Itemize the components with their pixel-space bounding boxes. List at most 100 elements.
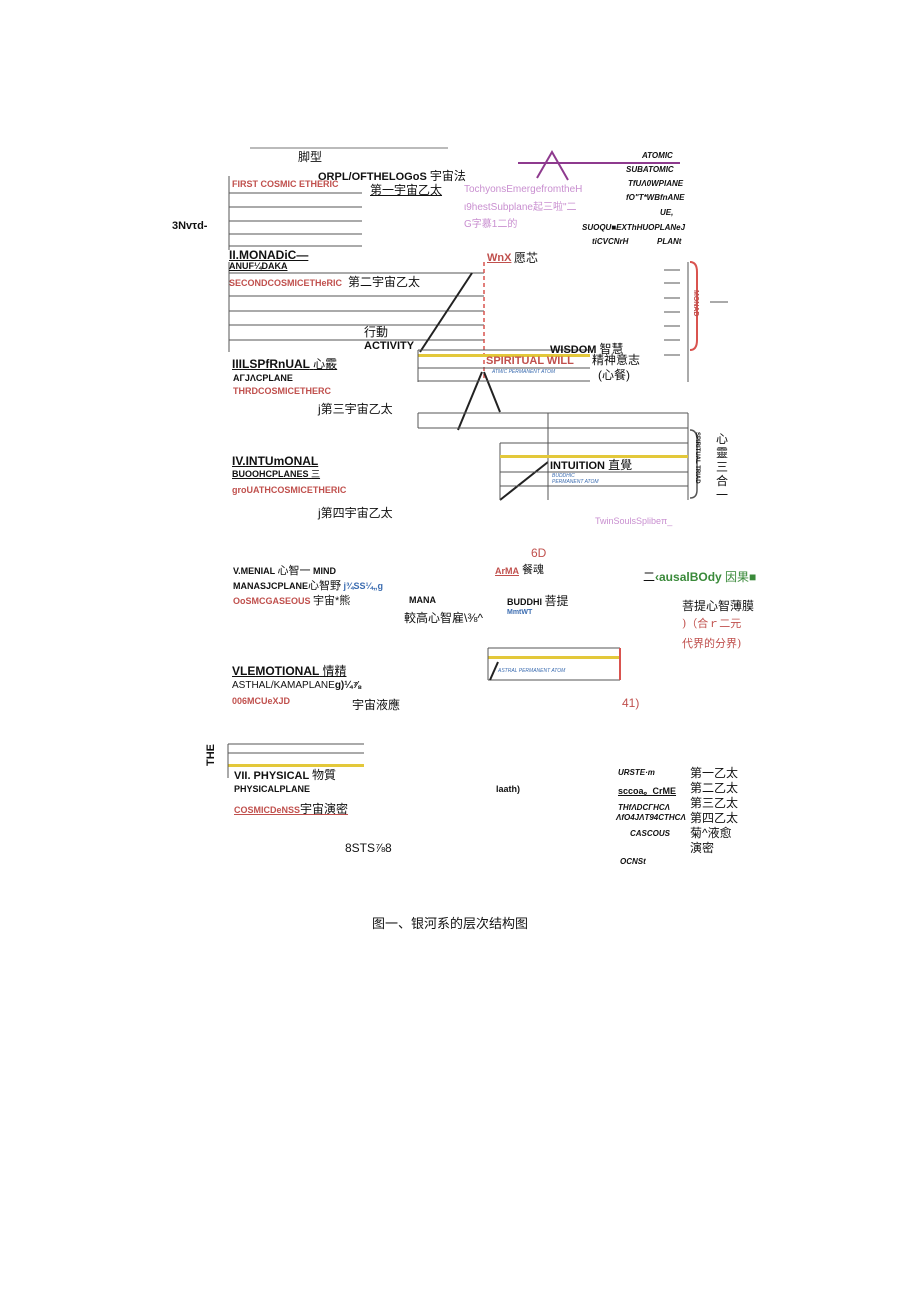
physical-etheric-en: COSMICDeNSS — [234, 805, 301, 815]
spiritual-title-cn: 心霰 — [313, 357, 338, 371]
mental-title: V.MENIAL 心智一 MIND — [233, 566, 336, 577]
monadic-etheric-cn: 第二宇宙乙太 — [348, 275, 421, 289]
legend-en-6: OCNSt — [620, 857, 646, 866]
intuitional-sub-cn: 三 — [311, 469, 321, 479]
emotional-title-cn: 情精 — [322, 664, 347, 678]
emotional-etheric: 006MCUeXJD — [232, 696, 291, 706]
monadic-title: II.MONADiC— — [229, 248, 309, 262]
he-right: )（合ｒ二元 — [682, 617, 742, 630]
xincan-label: (心餐) — [598, 368, 630, 382]
buddhic-atom-1: BUDDHIC — [552, 473, 575, 479]
spiritual-title: IIILSPfRnUAL 心霰 — [232, 358, 337, 370]
right-line-8: PLANt — [657, 237, 682, 246]
right-line-3: TfUΛ0WPIANE — [628, 179, 684, 188]
spiritual-title-en: IIILSPfRnUAL — [232, 357, 310, 371]
tachyons-line-2-en: ι9hestSubplane — [464, 202, 533, 213]
buddhi-label: BUDDHI 菩提 — [507, 595, 569, 607]
causal-cn: 因果■ — [725, 570, 757, 584]
causal-prefix: 二 — [643, 570, 656, 584]
wisdom-label: WISDOM 智慧 — [550, 343, 624, 356]
figure-caption: 图一、银河系的层次结构图 — [372, 917, 529, 932]
emotional-etheric-cn: 宇宙液應 — [352, 698, 401, 712]
legend-cn-4: 第四乙太 — [690, 811, 739, 825]
legend-cn-1: 第一乙太 — [690, 766, 739, 780]
legend-en-4: ΛfO4JΛT94CTHCΛ — [616, 813, 686, 822]
physical-title: VII. PHYSICAL 物質 — [234, 769, 336, 782]
wisdom-cn: 智慧 — [599, 342, 624, 356]
emotional-title: VLEMOTIONAL 情精 — [232, 665, 346, 677]
diagonal-strokes — [419, 272, 549, 501]
intuitional-sub-en: BUOOHCPLANES — [232, 469, 309, 479]
atmic-atom-label: ATMIC PERMANENT ATOM — [492, 369, 556, 375]
spiritual-sub: AΓJΛCPLANE — [233, 373, 293, 383]
intuitional-etheric-cn: j第四宇宙乙太 — [318, 506, 393, 520]
first-cosmic-etheric-label: FIRST COSMIC ETHERIC — [232, 179, 339, 189]
activity-en: ACTIVITY — [364, 340, 415, 352]
spiritual-etheric-cn: j第三宇宙乙太 — [318, 402, 393, 416]
mana-cn: 較高心智雇\⅜^ — [404, 611, 483, 625]
mental-title-cn: 心智一 — [277, 565, 311, 577]
intuition-yellow — [500, 455, 688, 458]
legend-en-2: sccoa。CrME — [618, 786, 677, 796]
tachyons-line-2: ι9hestSubplane起三啦"二 — [464, 203, 577, 213]
spiritual-will-label: SPIRITUAL WILL — [486, 355, 574, 367]
causal-body-label: 二‹ausalBOdy 因果■ — [643, 571, 756, 583]
logos-en: ORPL/OFTHELOGoS — [318, 171, 427, 183]
logos-label: ORPL/OFTHELOGoS 宇宙法 — [318, 170, 466, 183]
astral-atom-label: ASTRAL PERMANENT ATOM — [498, 668, 566, 674]
legend-cn-6: 演密 — [690, 841, 715, 855]
tachyons-line-2-cn: 起三啦"二 — [532, 202, 577, 213]
emotional-title-en: VLEMOTIONAL — [232, 664, 320, 678]
mana-label: MANA — [409, 595, 436, 605]
mental-title-en: V.MENIAL — [233, 566, 276, 576]
mental-sub-blue: j¾SS¼„g — [343, 581, 384, 591]
monad-brace — [689, 261, 698, 351]
arma-cn: 餐魂 — [522, 564, 544, 576]
legend-cn-2: 第二乙太 — [690, 781, 739, 795]
jingshen-label: 精神意志 — [592, 353, 641, 367]
intuition-cn: 直覺 — [608, 458, 633, 472]
triad-vertical-label: SPIRITUAL TRIAD — [694, 432, 700, 484]
mental-etheric-cn: 宇宙*熊 — [313, 595, 351, 607]
emotional-sub-en: ASTHAL/KAMAPLANE — [232, 680, 335, 691]
top-label: 脚型 — [298, 150, 323, 164]
emotional-sub-tail: g)¼⅞ — [334, 680, 361, 691]
plane-2-subplanes — [228, 262, 484, 352]
monadic-etheric: SECONDCOSMICETHeRIC — [229, 278, 343, 288]
legend-cn-3: 第三乙太 — [690, 796, 739, 810]
emotional-num: 41) — [622, 696, 640, 710]
intuition-en: INTUITION — [550, 460, 605, 472]
activity-cn: 行動 — [364, 325, 389, 339]
legend-cn-5: 菊^液愈 — [690, 826, 732, 840]
buddhic-atom-2: PERMANENT ATOM — [552, 479, 599, 485]
intuition-label: INTUITION 直覺 — [550, 459, 632, 472]
mmtwt-label: MmtWT — [507, 609, 533, 616]
right-line-7: tiCVCNrH — [592, 237, 629, 246]
dai-right: 代界的分界) — [682, 637, 742, 650]
twin-souls-label: TwinSoulsSplibeπ_ — [595, 516, 673, 526]
intuitional-title: IV.INTUmONAL — [232, 454, 319, 468]
legend-en-1: URSTE·m — [618, 768, 655, 777]
logos-cn: 宇宙法 — [429, 169, 466, 183]
sixd-label: 6D — [531, 546, 547, 560]
right-line-4: fO"T*WBfnANE — [626, 193, 685, 202]
emotional-sub: ASTHAL/KAMAPLANEg)¼⅞ — [232, 681, 361, 691]
wnx-label: WnX — [487, 252, 512, 264]
right-line-5: UE, — [660, 208, 674, 217]
mental-etheric-en: OoSMCGASEOUS — [233, 596, 311, 606]
intuitional-sub: BUOOHCPLANES 三 — [232, 470, 320, 479]
physical-band — [227, 743, 364, 778]
left-margin-label: 3Nvτd- — [172, 220, 208, 232]
physical-bottom: 8STS⅞8 — [345, 841, 392, 855]
mental-sub: MANASJCPLANE心智野 j¾SS¼„g — [233, 581, 383, 592]
physical-title-en: VII. PHYSICAL — [234, 770, 309, 782]
subatomic-label: SUBATOMIC — [626, 165, 674, 174]
first-cosmic-cn: 第一宇宙乙太 — [370, 183, 443, 197]
tachyons-line-1: TochyonsEmergefromtheH — [464, 184, 583, 195]
triad-brace — [689, 429, 698, 499]
buddhi-cn: 菩提 — [544, 594, 569, 608]
monadic-sub: ANUF¼DAKA — [229, 261, 288, 271]
physical-etheric: COSMICDeNSS宇宙演密 — [234, 803, 348, 815]
the-vertical-label: THE — [205, 744, 217, 766]
